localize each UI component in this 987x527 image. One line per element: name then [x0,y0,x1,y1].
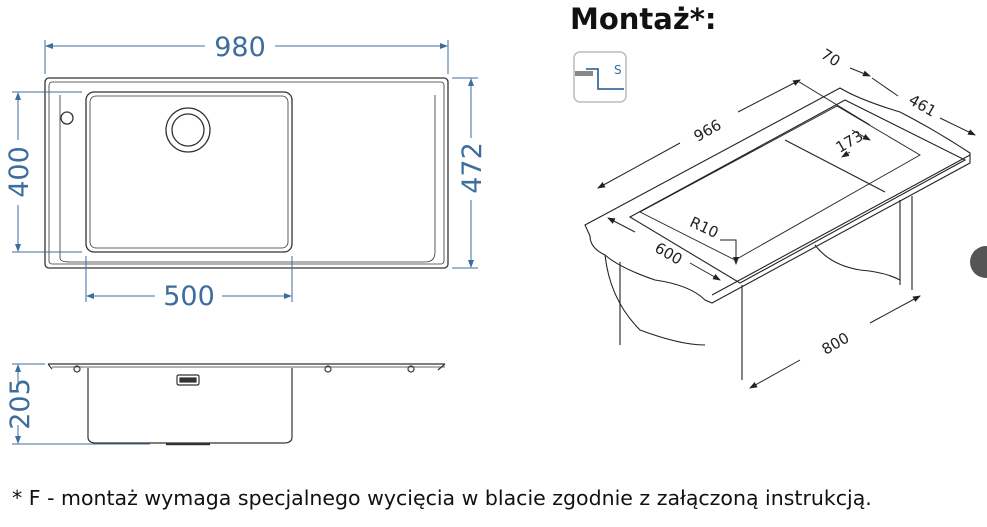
length-dimension: 966 [691,116,725,146]
mounting-title: Montaż*: [570,2,717,36]
offset-dimension: 70 [818,45,844,70]
depth-dimension: 205 [5,378,36,430]
next-image-button[interactable] [970,246,987,278]
bowl-outline [85,91,293,253]
height-dimension: 472 [457,142,488,194]
width-dimension: 980 [214,32,266,63]
mounting-type-badge: S [573,51,627,103]
tap-hole [60,111,74,125]
side-view [47,363,446,446]
drain-icon [165,107,211,153]
overflow-icon [176,374,200,386]
top-view [44,77,449,269]
badge-letter: S [614,63,622,77]
bowl-width-dimension: 500 [163,281,215,312]
top-view-dimensions [12,40,478,302]
iso-depth-dimension: 461 [906,91,940,121]
isometric-view [584,87,971,380]
cabinet-width-dimension: 800 [819,329,853,359]
footnote: * F - montaż wymaga specjalnego wycięcia… [12,486,872,510]
bowl-height-dimension: 400 [4,146,35,198]
